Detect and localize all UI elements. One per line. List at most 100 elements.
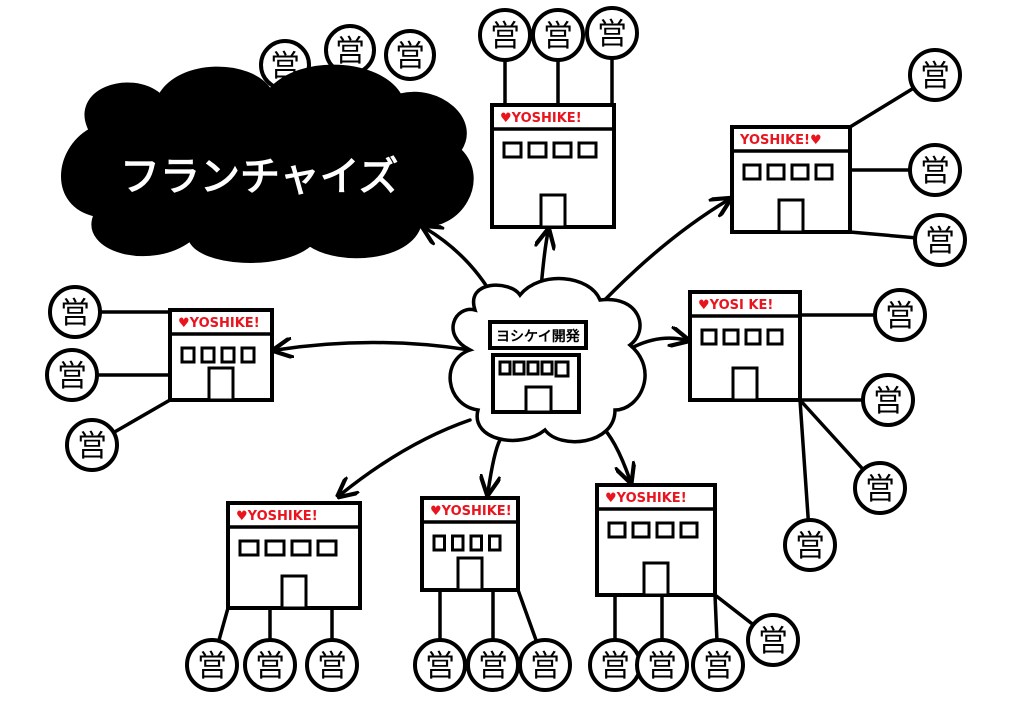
store-label: ♥YOSHIKE! bbox=[430, 504, 512, 519]
window bbox=[200, 346, 216, 364]
window bbox=[744, 328, 762, 346]
window bbox=[240, 346, 256, 364]
window bbox=[451, 534, 465, 552]
branch-office: 営 bbox=[635, 638, 689, 692]
branch-glyph: 営 bbox=[597, 17, 627, 52]
arrow bbox=[488, 438, 502, 492]
franchise-branch: 営 bbox=[259, 39, 311, 91]
store: ♥YOSHIKE! bbox=[420, 496, 520, 592]
window bbox=[766, 328, 784, 346]
branch-office: 営 bbox=[185, 638, 239, 692]
branch-office: 営 bbox=[45, 348, 99, 402]
branch-glyph: 営 bbox=[197, 649, 227, 684]
branch-glyph: 営 bbox=[920, 59, 950, 94]
branch-glyph: 営 bbox=[647, 649, 677, 684]
door bbox=[207, 366, 235, 402]
store: ♥YOSI KE! bbox=[688, 290, 802, 402]
window bbox=[432, 534, 446, 552]
window bbox=[631, 521, 651, 539]
window bbox=[766, 163, 786, 181]
window bbox=[790, 163, 810, 181]
arrow bbox=[340, 418, 472, 495]
window bbox=[502, 141, 523, 159]
door bbox=[456, 556, 484, 592]
door bbox=[777, 198, 805, 234]
branch-office: 営 bbox=[853, 461, 907, 515]
branch-office: 営 bbox=[873, 288, 927, 342]
branch-office: 営 bbox=[478, 8, 532, 62]
branch-office: 営 bbox=[691, 638, 745, 692]
branch-glyph: 営 bbox=[60, 296, 90, 331]
window bbox=[316, 539, 338, 557]
store-label: ♥YOSHIKE! bbox=[605, 491, 687, 506]
branch-glyph: 営 bbox=[885, 299, 915, 334]
window bbox=[238, 539, 260, 557]
branch-office: 営 bbox=[243, 638, 297, 692]
branch-glyph: 営 bbox=[317, 649, 347, 684]
hq-label: ヨシケイ開発 bbox=[496, 328, 581, 345]
branch-office: 営 bbox=[908, 48, 962, 102]
store: YOSHIKE!♥ bbox=[730, 125, 852, 234]
franchise-label: フランチャイズ bbox=[120, 154, 398, 200]
branch-office: 営 bbox=[746, 613, 800, 667]
branch-glyph: 営 bbox=[543, 19, 573, 54]
door bbox=[539, 193, 567, 229]
branch-glyph: 営 bbox=[395, 39, 425, 74]
branch-glyph: 営 bbox=[490, 19, 520, 54]
branch-glyph: 営 bbox=[335, 34, 365, 69]
window bbox=[655, 521, 675, 539]
branch-office: 営 bbox=[913, 213, 967, 267]
branch-glyph: 営 bbox=[77, 429, 107, 464]
window bbox=[488, 534, 502, 552]
window bbox=[742, 163, 762, 181]
store: ♥YOSHIKE! bbox=[168, 308, 274, 402]
branch-office: 営 bbox=[585, 6, 639, 60]
window bbox=[264, 539, 286, 557]
window bbox=[814, 163, 834, 181]
branch-office: 営 bbox=[861, 373, 915, 427]
branch-office: 営 bbox=[588, 638, 642, 692]
branch-glyph: 営 bbox=[425, 649, 455, 684]
branch-office: 営 bbox=[908, 143, 962, 197]
arrow bbox=[593, 200, 728, 312]
store-label: ♥YOSHIKE! bbox=[236, 509, 318, 524]
branch-glyph: 営 bbox=[920, 154, 950, 189]
window bbox=[552, 141, 573, 159]
branch-glyph: 営 bbox=[600, 649, 630, 684]
branch-office: 営 bbox=[413, 638, 467, 692]
window bbox=[469, 534, 483, 552]
store-label: YOSHIKE!♥ bbox=[739, 133, 822, 148]
branch-office: 営 bbox=[518, 638, 572, 692]
branch-glyph: 営 bbox=[530, 649, 560, 684]
door bbox=[280, 574, 308, 610]
branch-glyph: 営 bbox=[255, 649, 285, 684]
window bbox=[679, 521, 699, 539]
window bbox=[180, 346, 196, 364]
window bbox=[722, 328, 740, 346]
branch-office: 営 bbox=[783, 518, 837, 572]
branch-office: 営 bbox=[305, 638, 359, 692]
branch-office: 営 bbox=[466, 638, 520, 692]
window bbox=[607, 521, 627, 539]
branch-glyph: 営 bbox=[873, 384, 903, 419]
franchise-branch: 営 bbox=[324, 24, 376, 76]
window bbox=[577, 141, 598, 159]
franchise-branch: 営 bbox=[384, 29, 436, 81]
headquarters: ヨシケイ開発 bbox=[448, 276, 647, 444]
franchise-cloud: フランチャイズ bbox=[61, 64, 474, 263]
arrow bbox=[276, 343, 472, 351]
window bbox=[290, 539, 312, 557]
window bbox=[220, 346, 236, 364]
branch-glyph: 営 bbox=[865, 472, 895, 507]
store: ♥YOSHIKE! bbox=[595, 483, 717, 597]
store: ♥YOSHIKE! bbox=[490, 103, 616, 229]
store-label: ♥YOSHIKE! bbox=[178, 316, 260, 331]
branch-office: 営 bbox=[65, 418, 119, 472]
branch-glyph: 営 bbox=[478, 649, 508, 684]
branch-glyph: 営 bbox=[925, 224, 955, 259]
branch-office: 営 bbox=[531, 8, 585, 62]
branch-glyph: 営 bbox=[57, 359, 87, 394]
store-label: ♥YOSI KE! bbox=[698, 298, 773, 313]
door bbox=[642, 561, 670, 597]
